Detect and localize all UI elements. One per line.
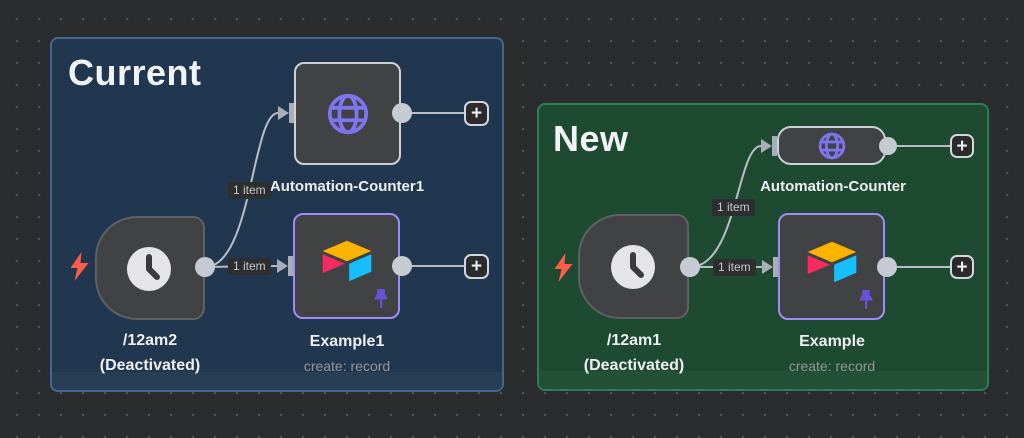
airtable-node[interactable]: [293, 213, 400, 319]
airtable-icon: [295, 215, 398, 307]
node-subtitle-airtable: create: record: [788, 358, 876, 374]
clock-icon: [127, 247, 171, 291]
node-label-http: Automation-Counter1: [269, 178, 425, 195]
node-label-trigger: /12am1: [606, 332, 662, 349]
schedule-trigger-node[interactable]: [578, 214, 689, 319]
plus-icon: +: [470, 256, 483, 277]
node-label-airtable: Example1: [309, 333, 385, 350]
plus-icon: +: [956, 256, 968, 278]
airtable-node[interactable]: [778, 213, 885, 320]
globe-icon: [296, 64, 399, 163]
group-title-current: Current: [68, 52, 202, 93]
node-subtitle-airtable: create: record: [303, 358, 391, 374]
schedule-trigger-node[interactable]: [95, 216, 205, 320]
add-node-button[interactable]: +: [950, 134, 974, 158]
trigger-bolt-icon: [554, 253, 573, 282]
globe-icon: [779, 128, 884, 163]
add-node-button[interactable]: +: [464, 101, 489, 126]
plus-icon: +: [470, 103, 483, 124]
node-label-airtable: Example: [799, 333, 865, 350]
node-status-trigger: (Deactivated): [583, 357, 685, 374]
add-node-button[interactable]: +: [464, 254, 489, 279]
node-label-http: Automation-Counter: [760, 178, 906, 195]
group-title-new: New: [553, 118, 629, 159]
pin-icon: [374, 289, 388, 309]
items-count-badge: 1 item: [713, 259, 756, 276]
items-count-badge: 1 item: [228, 258, 271, 275]
http-request-node[interactable]: [777, 126, 886, 165]
node-status-trigger: (Deactivated): [99, 357, 201, 374]
items-count-badge: 1 item: [228, 182, 271, 199]
clock-icon: [611, 245, 655, 289]
trigger-bolt-icon: [70, 252, 89, 281]
airtable-icon: [780, 215, 883, 308]
node-label-trigger: /12am2: [122, 332, 178, 349]
plus-icon: +: [956, 135, 968, 157]
pin-icon: [859, 290, 873, 310]
http-request-node[interactable]: [294, 62, 401, 165]
add-node-button[interactable]: +: [950, 255, 974, 279]
items-count-badge: 1 item: [712, 199, 755, 216]
